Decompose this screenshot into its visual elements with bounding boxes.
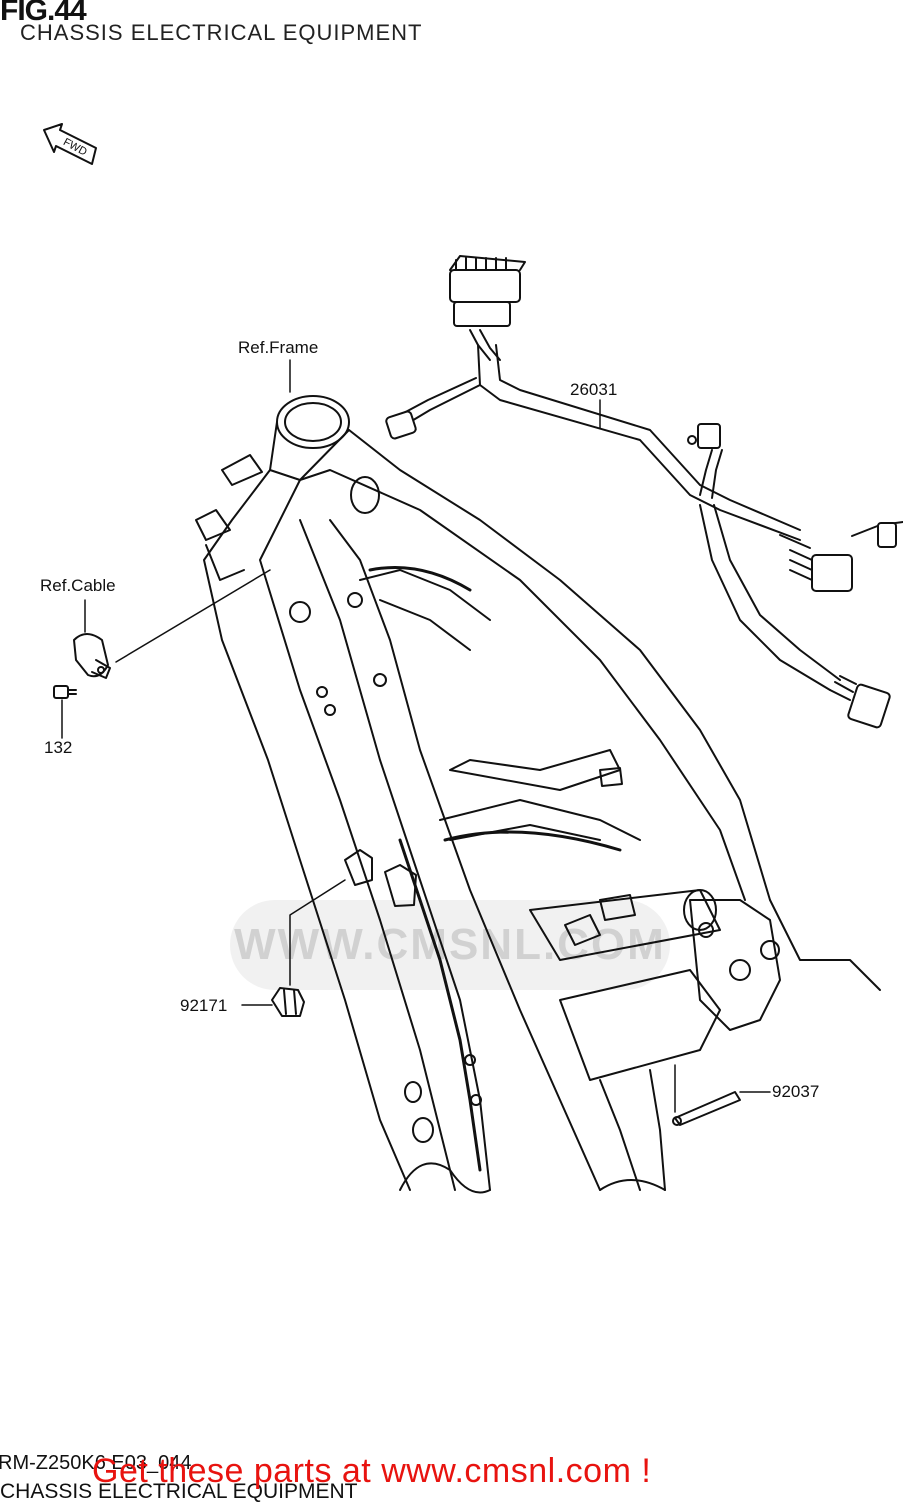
bolt-132: [53, 685, 77, 699]
watermark: WWW.CMSNL.COM: [230, 900, 670, 990]
figure-number: FIG.44: [0, 0, 87, 27]
part-92037-label: 92037: [772, 1082, 820, 1101]
footer-title: CHASSIS ELECTRICAL EQUIPMENT: [0, 1480, 358, 1503]
ref-cable-label: Ref.Cable: [40, 576, 116, 595]
footer-code: RM-Z250K6 E03_044: [0, 1452, 192, 1474]
frame-drawing: [195, 395, 881, 1194]
ref-frame-label: Ref.Frame: [238, 338, 319, 357]
clip-leader: [289, 879, 346, 986]
promo-link[interactable]: Get these parts at www.cmsnl.com !: [92, 1452, 652, 1490]
part-26031-label: 26031: [570, 380, 618, 399]
cable-clamp: [73, 633, 111, 679]
figure-title: CHASSIS ELECTRICAL EQUIPMENT: [20, 20, 423, 45]
clip-92171: [271, 987, 305, 1017]
clamp-to-frame-leader: [115, 569, 271, 663]
part-132-label: 132: [44, 738, 73, 757]
fwd-arrow-icon: FWD: [43, 123, 97, 165]
wiring-harness: [385, 255, 903, 729]
part-92171-label: 92171: [180, 996, 228, 1015]
pin-92037: [672, 1091, 741, 1126]
